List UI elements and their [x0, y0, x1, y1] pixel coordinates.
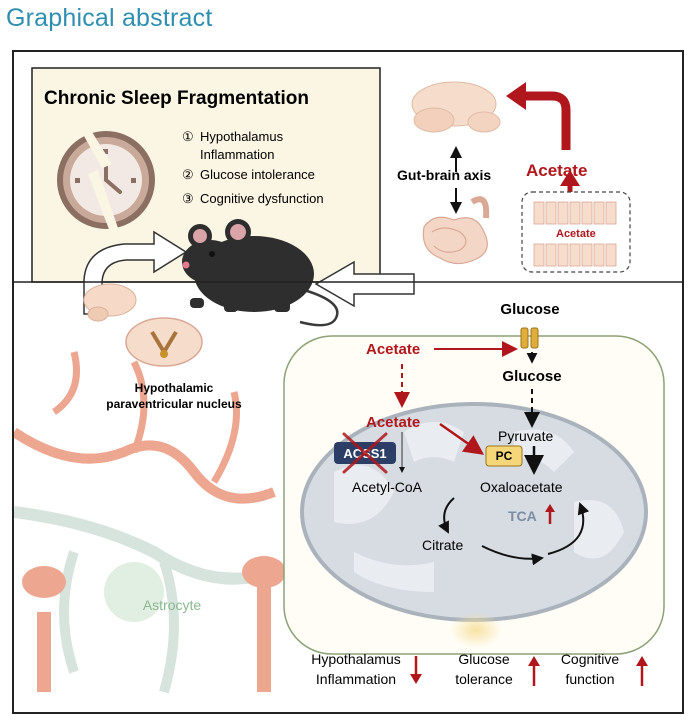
acetate-inset-label: Acetate [556, 228, 596, 240]
broken-clock-icon [57, 131, 155, 232]
gut-icon [422, 196, 490, 265]
acetate-red-label: Acetate [526, 161, 587, 180]
symptom-1-line-2: Inflammation [200, 147, 274, 162]
outcome-3-line-1: Cognitive [561, 651, 620, 667]
mouse-icon [182, 219, 339, 327]
glucose-inside-label: Glucose [502, 368, 561, 385]
astrocyte-label: Astrocyte [143, 597, 202, 613]
glucose-outside-label: Glucose [500, 301, 559, 318]
tca-cycle-arrow-2 [547, 502, 590, 555]
glucose-transporter [520, 327, 539, 349]
outcome-1-line-2: Inflammation [316, 671, 396, 687]
symptom-2-number: ② [182, 167, 194, 182]
tca-label: TCA [508, 508, 537, 524]
astrocyte-background [14, 351, 286, 694]
epithelial-cells [533, 201, 617, 267]
gut-brain-axis-label: Gut-brain axis [397, 167, 491, 183]
graphical-abstract-heading: Graphical abstract [6, 4, 213, 32]
pc-enzyme-label: PC [496, 449, 513, 463]
mitochondrion-cristae [334, 422, 624, 592]
right-outline-arrow [314, 260, 415, 308]
sleep-panel-title: Chronic Sleep Fragmentation [44, 88, 309, 109]
symptom-3-number: ③ [182, 191, 194, 206]
acetate-to-brain-arrow [514, 91, 571, 150]
symptom-2-line-1: Glucose intolerance [200, 167, 315, 182]
acetate-to-pc-arrow [439, 422, 485, 455]
pvn-label-line-1: Hypothalamic [135, 381, 214, 395]
decrease-arrow-icon [410, 674, 422, 684]
pc-enzyme-badge [485, 445, 523, 467]
to-citrate-arrow [438, 497, 455, 534]
oxaloacetate-label: Oxaloacetate [480, 479, 563, 495]
increase-arrow-icon [636, 656, 648, 666]
acetate-inner-label: Acetate [366, 414, 420, 431]
brain-section-icon [125, 317, 203, 367]
pyruvate-label: Pyruvate [498, 428, 553, 444]
symptom-list: ① Hypothalamus Inflammation ② Glucose in… [182, 129, 324, 206]
tca-increase-arrow-icon [545, 504, 555, 524]
symptom-1-line-1: Hypothalamus [200, 129, 284, 144]
outcome-1-line-1: Hypothalamus [311, 651, 401, 667]
symptom-3-line-1: Cognitive dysfunction [200, 191, 324, 206]
acetate-outer-label: Acetate [366, 341, 420, 358]
citrate-label: Citrate [422, 537, 463, 553]
symptom-1-number: ① [182, 129, 194, 144]
outcome-2-line-2: tolerance [455, 671, 513, 687]
outcome-2-line-1: Glucose [458, 651, 510, 667]
abstract-figure: Chronic Sleep Fragmentation ① Hypothalam… [14, 67, 682, 694]
acetyl-coa-label: Acetyl-CoA [352, 479, 423, 495]
acss1-inhibited-cross-icon [342, 432, 388, 474]
brain-icon [411, 81, 501, 133]
outcome-glucose-tolerance: Glucose tolerance [455, 651, 540, 687]
tca-cycle-arrow-1 [481, 545, 544, 566]
increase-arrow-icon [528, 656, 540, 666]
output-glow [450, 612, 502, 648]
outcome-hypothalamus-inflammation: Hypothalamus Inflammation [311, 651, 422, 687]
outcome-3-line-2: function [565, 671, 614, 687]
abstract-frame: Chronic Sleep Fragmentation ① Hypothalam… [12, 50, 684, 714]
gut-brain-panel: Gut-brain axis Acetate [397, 81, 631, 273]
outcome-cognitive-function: Cognitive function [561, 651, 648, 687]
pvn-label-line-2: paraventricular nucleus [106, 397, 242, 411]
small-brain-icon [83, 283, 137, 322]
